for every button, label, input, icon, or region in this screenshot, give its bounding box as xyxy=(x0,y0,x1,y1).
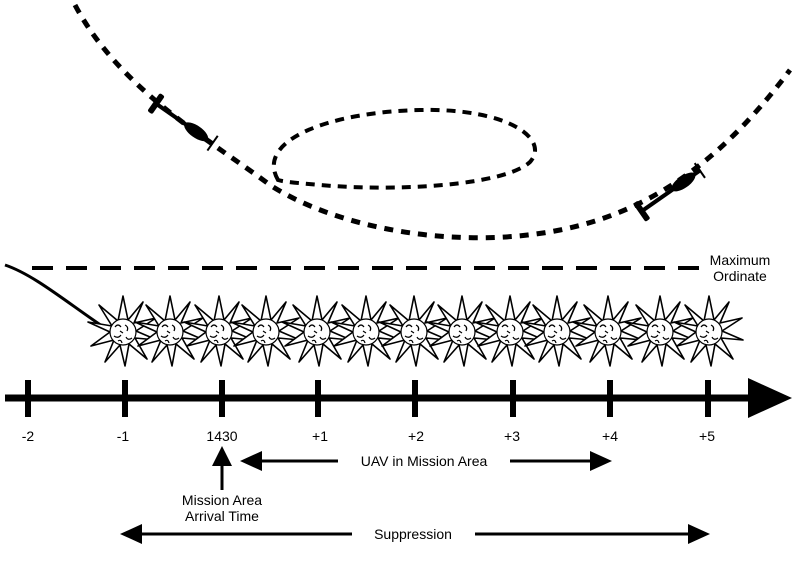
uav-left-icon xyxy=(148,93,219,152)
arrival-label-2: Arrival Time xyxy=(185,508,259,524)
burst-5 xyxy=(281,295,352,367)
suppression-span-arrow xyxy=(120,524,710,544)
burst-8 xyxy=(426,295,497,367)
trajectory-curve xyxy=(4,263,109,332)
burst-6 xyxy=(330,295,401,367)
tick-label: +3 xyxy=(504,428,520,444)
max-ordinate-label-1: Maximum xyxy=(710,252,771,268)
suppression-bursts xyxy=(87,295,744,367)
timeline-axis xyxy=(5,378,792,418)
arrival-label-1: Mission Area xyxy=(182,492,262,508)
burst-7 xyxy=(378,295,449,367)
uav-span-label: UAV in Mission Area xyxy=(361,453,488,469)
burst-11 xyxy=(572,295,643,367)
tick-label: +5 xyxy=(699,428,715,444)
max-ordinate-label-2: Ordinate xyxy=(713,268,767,284)
uav-span-arrow xyxy=(240,451,612,471)
uav-right-icon xyxy=(633,162,706,222)
timeline-arrowhead xyxy=(748,378,792,418)
tick-label: +1 xyxy=(312,428,328,444)
tick-label: -2 xyxy=(22,428,35,444)
burst-12 xyxy=(624,295,695,367)
suppression-label: Suppression xyxy=(374,526,452,542)
tick-label: -1 xyxy=(117,428,130,444)
burst-13 xyxy=(673,295,744,367)
tick-label: +2 xyxy=(408,428,424,444)
tick-label: +4 xyxy=(602,428,618,444)
tick-label: 1430 xyxy=(206,428,237,444)
loiter-ellipse-path xyxy=(271,107,537,190)
arrival-arrow xyxy=(212,446,232,490)
